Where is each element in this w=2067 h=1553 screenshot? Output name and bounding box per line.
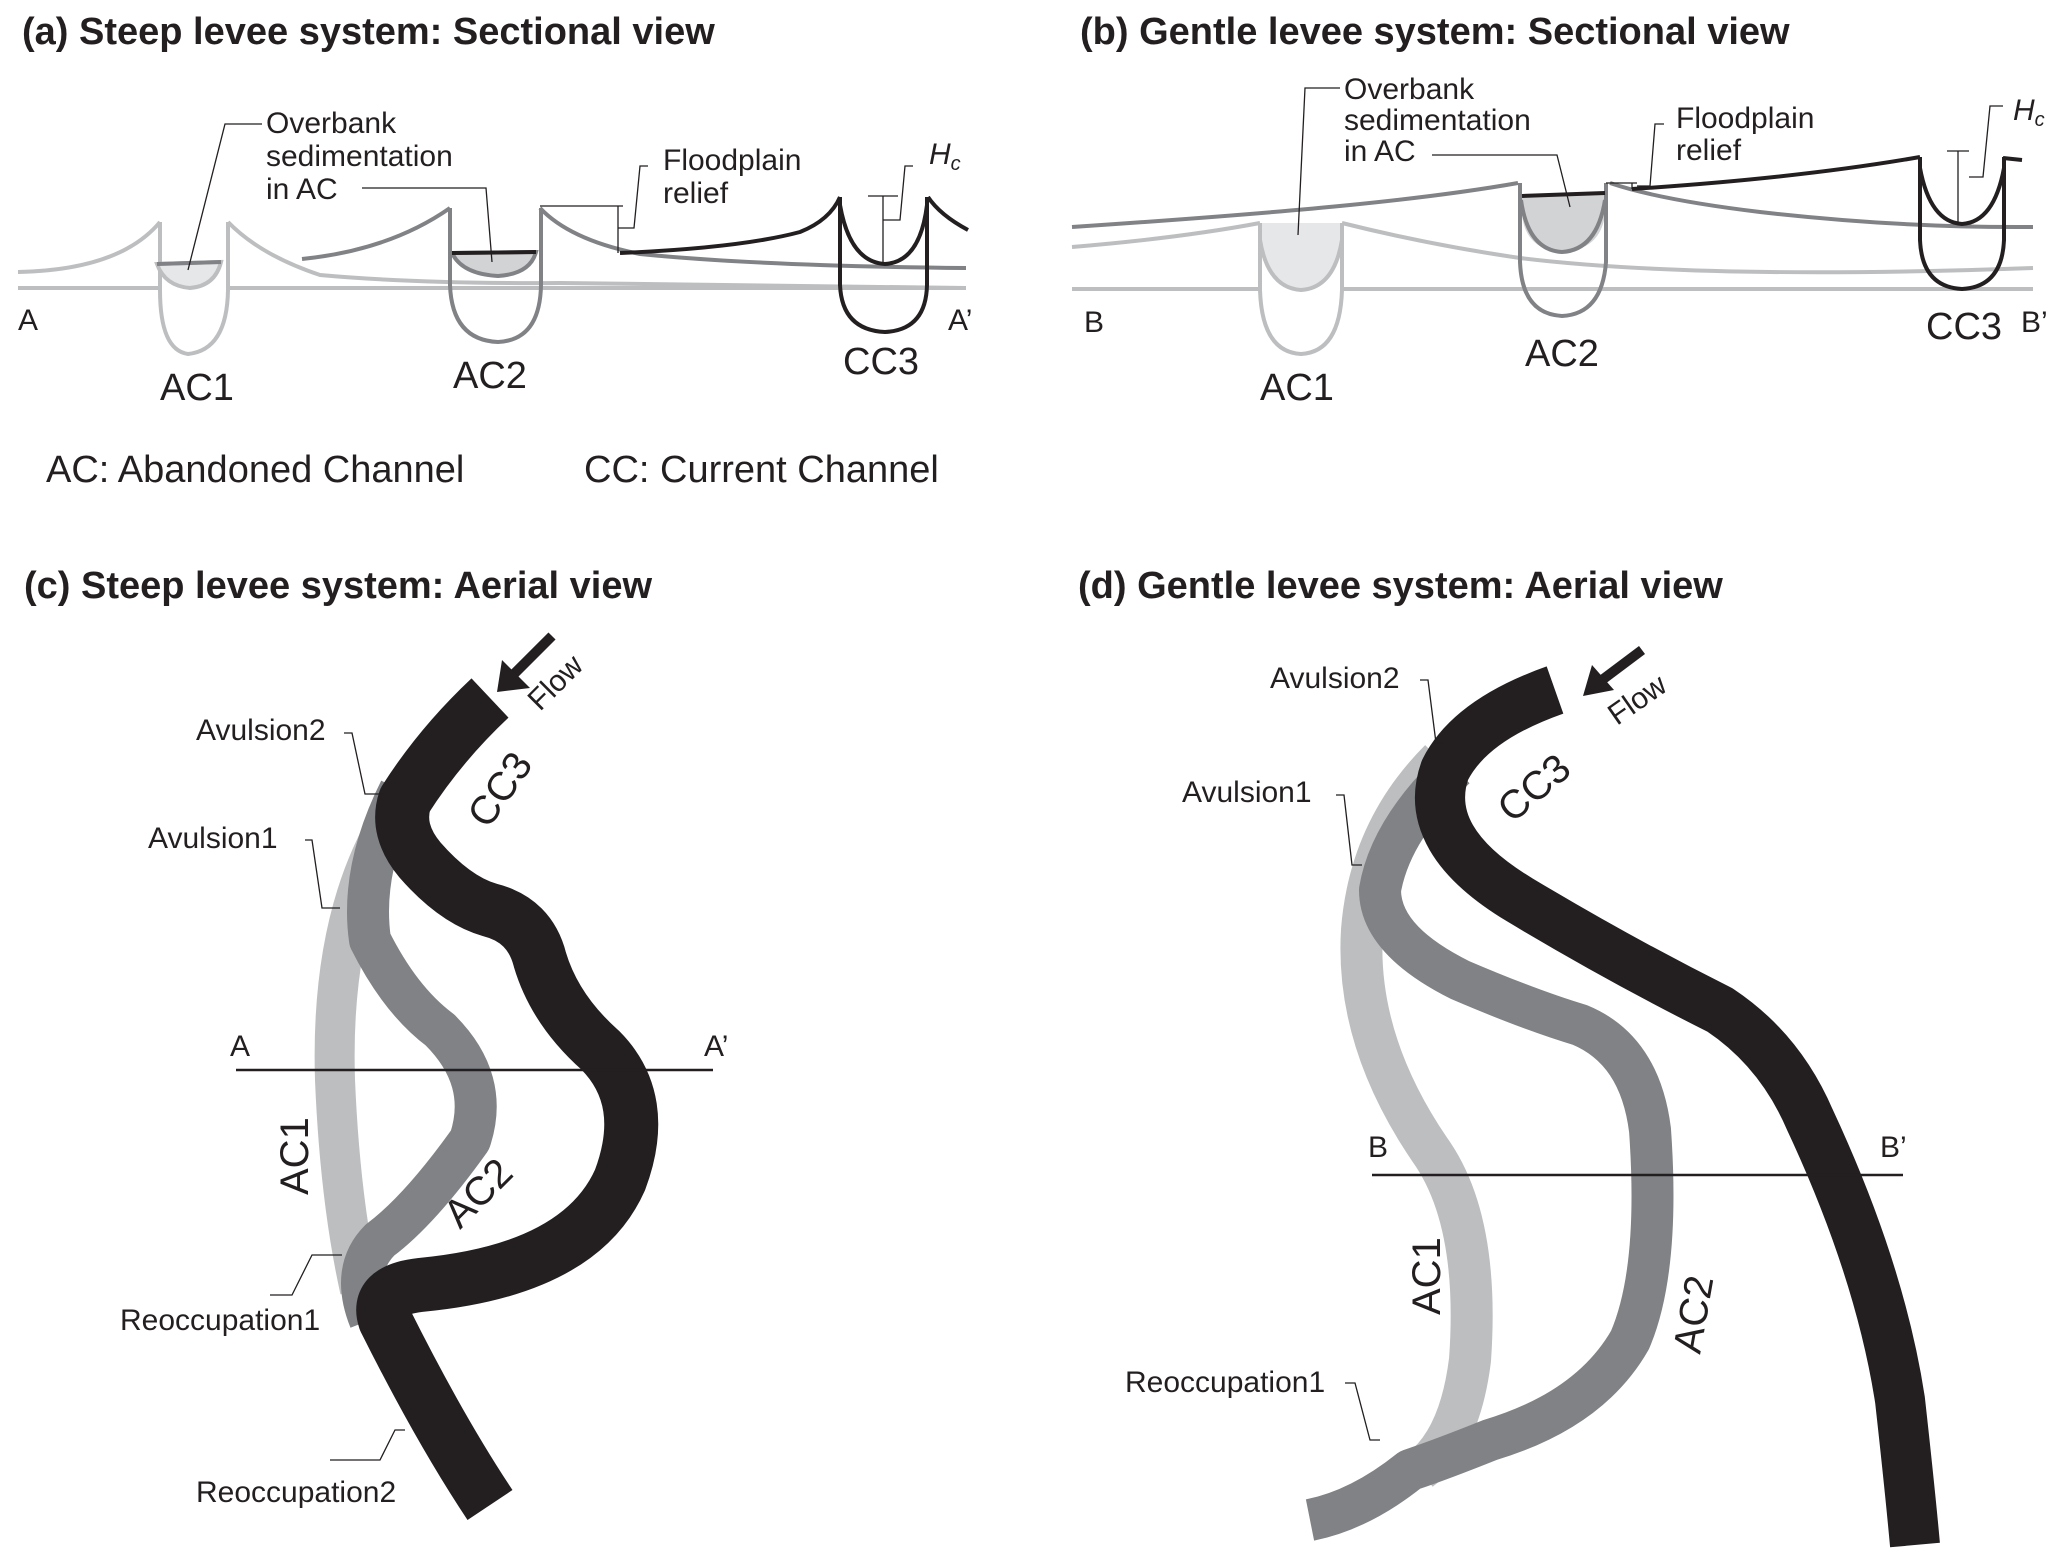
panel-d-avulsion1-leader xyxy=(1336,794,1362,866)
panel-d-label-cc3: CC3 xyxy=(1490,746,1580,831)
panel-b-title: (b) Gentle levee system: Sectional view xyxy=(1080,11,1790,53)
panel-b-section-start: B xyxy=(1084,306,1104,339)
panel-a-section-start: A xyxy=(18,304,38,337)
panel-a-ac1-channel xyxy=(158,222,230,356)
panel-c-reoccupation1-leader xyxy=(270,1254,342,1296)
panel-a-cc3-channel xyxy=(838,197,929,334)
panel-d-label-ac1: AC1 xyxy=(1405,1237,1449,1315)
panel-a-hc-label: Hc xyxy=(929,138,961,175)
panel-a-ac2-channel xyxy=(448,208,543,344)
panel-d-event-avulsion1: Avulsion1 xyxy=(1182,776,1312,809)
panel-c-avulsion2-leader xyxy=(344,732,385,795)
panel-c-event-reoccupation1: Reoccupation1 xyxy=(120,1304,320,1337)
panel-b-cc3-channel xyxy=(1918,157,2006,291)
panel-d-ac2-channel xyxy=(1305,752,1674,1541)
panel-c-avulsion1-leader xyxy=(305,839,340,909)
panel-a-relief-bracket xyxy=(540,165,648,253)
panel-d-cc3-channel xyxy=(1415,666,1940,1548)
panel-c-label-cc3: CC3 xyxy=(459,744,541,835)
panel-b-overbank-label: Overbank sedimentation in AC xyxy=(1344,73,1539,168)
panel-d-event-reoccupation1: Reoccupation1 xyxy=(1125,1366,1325,1399)
panel-a-cc3-inner xyxy=(838,204,929,266)
panel-c-section-start: A xyxy=(230,1030,250,1063)
panel-d-section-start: B xyxy=(1368,1131,1388,1164)
panel-b-gentle-sectional: (b) Gentle levee system: Sectional view … xyxy=(1071,11,2048,409)
panel-b-hc-label: Hc xyxy=(2013,94,2045,131)
panel-a-ac2-fill xyxy=(448,249,539,279)
panel-c-label-ac1: AC1 xyxy=(273,1117,317,1195)
panel-b-overbank-leader-ac1 xyxy=(1297,87,1340,236)
panel-c-ac2-channel xyxy=(341,780,497,1328)
panel-b-ac1-fill xyxy=(1260,223,1342,290)
panel-d-label-ac2: AC2 xyxy=(1666,1272,1723,1356)
panel-b-label-ac2: AC2 xyxy=(1525,333,1599,375)
panel-a-cc3-surface xyxy=(619,195,969,255)
panel-c-reoccupation2-leader xyxy=(330,1429,405,1461)
panel-d-reoccupation1-leader xyxy=(1345,1382,1380,1441)
panel-c-section-end: A’ xyxy=(704,1030,728,1063)
panel-c-cc3-channel xyxy=(356,678,659,1520)
panel-a-hc-bracket xyxy=(868,165,913,264)
panel-a-label-ac2: AC2 xyxy=(453,355,527,397)
legend-abandoned-channel: AC: Abandoned Channel xyxy=(46,449,464,491)
panel-b-ac2-fill xyxy=(1522,193,1605,252)
panel-b-section-end: B’ xyxy=(2021,306,2048,339)
panel-c-event-avulsion2: Avulsion2 xyxy=(196,714,326,747)
panel-a-relief-label: Floodplain relief xyxy=(663,144,810,210)
panel-b-ac1-channel xyxy=(1258,223,1344,356)
panel-c-flow-arrow-icon xyxy=(497,632,556,692)
panel-b-hc-bracket xyxy=(1947,105,2003,224)
panel-d-avulsion2-leader xyxy=(1420,679,1444,744)
panel-c-steep-aerial: (c) Steep levee system: Aerial view A A’… xyxy=(24,565,728,1520)
panel-a-ac2-fill-top xyxy=(451,250,537,255)
panel-b-ac2-fill-top xyxy=(1521,191,1606,198)
panel-a-overbank-label: Overbank sedimentation in AC xyxy=(266,107,461,206)
panel-c-event-reoccupation2: Reoccupation2 xyxy=(196,1476,396,1509)
panel-b-ac2-channel xyxy=(1518,183,1608,318)
panel-a-overbank-leader-ac1 xyxy=(187,123,262,271)
panel-b-ac2-surface xyxy=(1071,181,2034,230)
panel-b-ac1-surface xyxy=(1071,221,2034,275)
panel-a-ac1-fill xyxy=(154,259,224,291)
panel-b-cc3-inner xyxy=(1918,167,2006,226)
panel-c-title: (c) Steep levee system: Aerial view xyxy=(24,565,652,607)
panel-b-relief-bracket xyxy=(1606,123,1664,189)
panel-b-ac2-inner xyxy=(1519,199,1607,254)
panel-b-label-cc3: CC3 xyxy=(1926,306,2002,348)
panel-b-label-ac1: AC1 xyxy=(1260,367,1334,409)
panel-d-gentle-aerial: (d) Gentle levee system: Aerial view B B… xyxy=(1078,565,1940,1548)
panel-a-title: (a) Steep levee system: Sectional view xyxy=(22,11,715,53)
panel-d-section-end: B’ xyxy=(1880,1131,1907,1164)
panel-a-section-end: A’ xyxy=(948,304,972,337)
legend-current-channel: CC: Current Channel xyxy=(584,449,939,491)
panel-a-ac1-surface xyxy=(17,220,967,290)
panel-d-flow-arrow-icon xyxy=(1583,646,1645,696)
panel-a-ac2-surface xyxy=(301,206,967,270)
panel-b-cc3-surface xyxy=(1631,155,2023,191)
panel-a-ac1-fill-top xyxy=(156,260,222,266)
panel-b-relief-label: Floodplain relief xyxy=(1676,102,1823,167)
panel-b-ac1-inner xyxy=(1258,239,1344,292)
panel-a-label-cc3: CC3 xyxy=(843,341,919,383)
panel-a-overbank-leader-ac2 xyxy=(362,187,493,263)
panel-c-event-avulsion1: Avulsion1 xyxy=(148,822,278,855)
panel-d-title: (d) Gentle levee system: Aerial view xyxy=(1078,565,1723,607)
panel-b-overbank-leader-ac2 xyxy=(1432,154,1571,208)
panel-a-label-ac1: AC1 xyxy=(160,367,234,409)
panel-d-event-avulsion2: Avulsion2 xyxy=(1270,662,1400,695)
panel-a-steep-sectional: (a) Steep levee system: Sectional view O… xyxy=(17,11,972,491)
